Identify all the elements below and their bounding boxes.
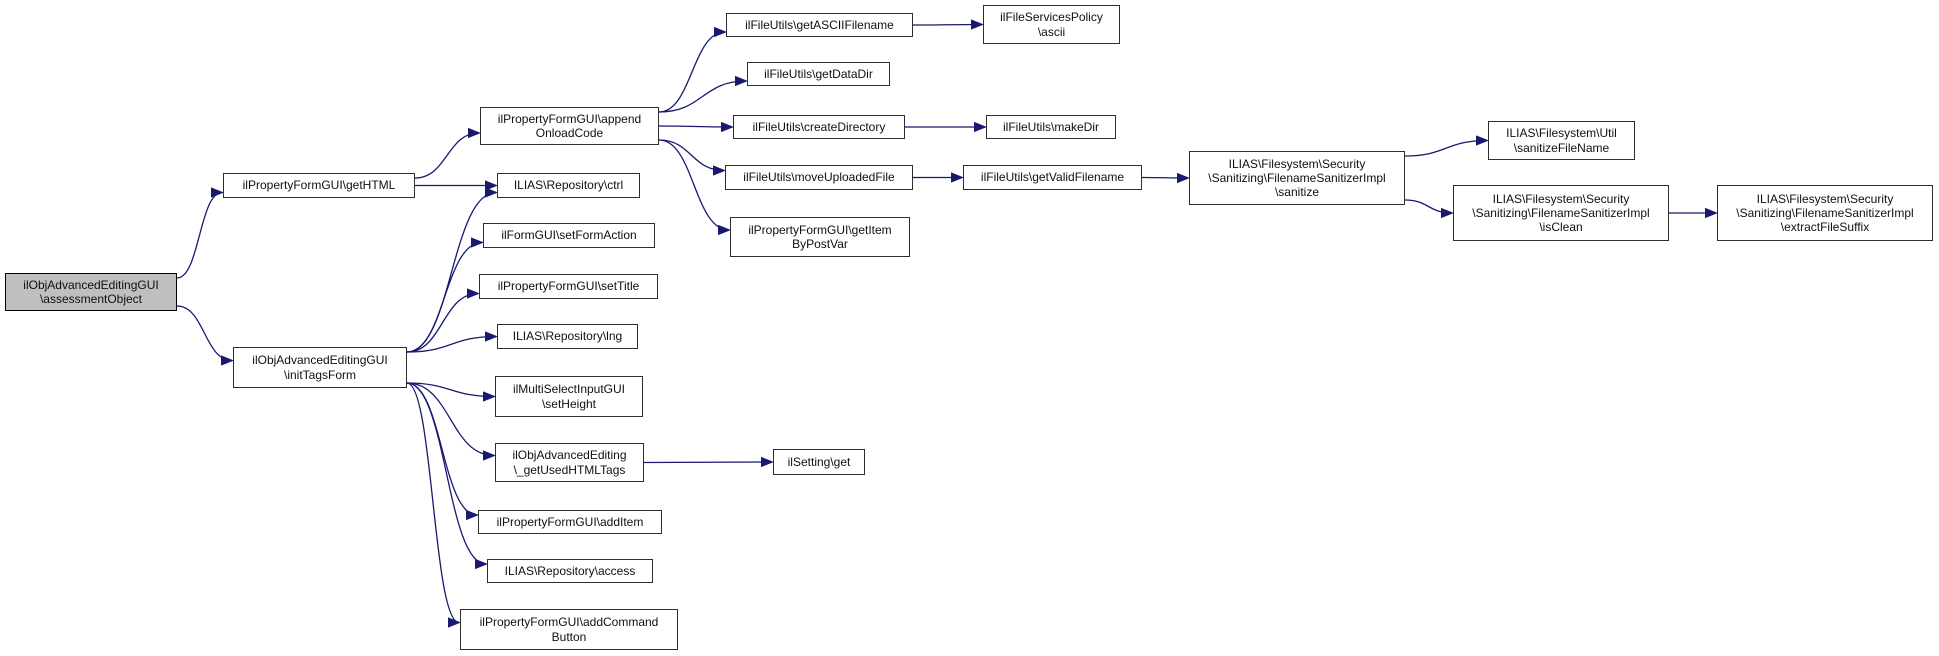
node-label: ILIAS\Repository\lng	[512, 329, 623, 344]
graph-node-extract-file-suffix[interactable]: ILIAS\Filesystem\Security \Sanitizing\Fi…	[1717, 185, 1933, 241]
graph-node-set-title[interactable]: ilPropertyFormGUI\setTitle	[479, 274, 658, 299]
graph-node-add-item[interactable]: ilPropertyFormGUI\addItem	[478, 510, 662, 534]
node-label: ILIAS\Repository\access	[504, 563, 636, 578]
graph-edge-init_tags_form-to-add_item	[406, 382, 479, 521]
graph-edge-init_tags_form-to-set_height	[406, 382, 496, 402]
node-label: ilFileUtils\getValidFilename	[980, 170, 1125, 185]
graph-edge-assessment_object-to-get_html	[176, 187, 224, 279]
graph-edge-append_onload_code-to-get_item_by_post_var	[658, 139, 731, 236]
node-label: ILIAS\Filesystem\Security \Sanitizing\Fi…	[1208, 156, 1386, 200]
graph-edge-get_used_html_tags-to-ilsetting_get	[643, 456, 774, 468]
graph-edge-init_tags_form-to-set_form_action	[406, 237, 484, 353]
node-label: ilPropertyFormGUI\getHTML	[242, 178, 396, 193]
graph-node-get-html[interactable]: ilPropertyFormGUI\getHTML	[223, 173, 415, 198]
graph-node-ilsetting-get[interactable]: ilSetting\get	[773, 449, 865, 475]
node-label: ilPropertyFormGUI\addCommand Button	[479, 615, 659, 644]
node-label: ilFileUtils\moveUploadedFile	[743, 170, 895, 185]
graph-edge-init_tags_form-to-repository_access	[406, 382, 488, 570]
graph-edge-init_tags_form-to-add_command_button	[406, 382, 461, 628]
graph-node-assessment-object: ilObjAdvancedEditingGUI \assessmentObjec…	[5, 273, 177, 311]
graph-edge-get_valid_filename-to-sanitize	[1141, 172, 1190, 184]
graph-node-set-height[interactable]: ilMultiSelectInputGUI \setHeight	[495, 376, 643, 417]
graph-node-move-uploaded-file[interactable]: ilFileUtils\moveUploadedFile	[725, 165, 913, 190]
graph-node-repository-lng[interactable]: ILIAS\Repository\lng	[497, 324, 638, 349]
graph-edge-sanitize-to-is_clean	[1404, 199, 1454, 219]
graph-node-append-onload-code[interactable]: ilPropertyFormGUI\append OnloadCode	[480, 107, 659, 145]
node-label: ilPropertyFormGUI\getItem ByPostVar	[748, 222, 892, 251]
node-label: ilFileServicesPolicy \ascii	[1000, 10, 1103, 39]
node-label: ilFileUtils\createDirectory	[752, 119, 886, 134]
node-label: ilObjAdvancedEditingGUI \assessmentObjec…	[23, 277, 159, 306]
graph-edge-init_tags_form-to-get_used_html_tags	[406, 382, 496, 461]
graph-node-repository-access[interactable]: ILIAS\Repository\access	[487, 559, 653, 583]
node-label: ilFileUtils\getDataDir	[764, 66, 873, 81]
node-label: ilFileUtils\makeDir	[1002, 119, 1099, 134]
graph-node-create-directory[interactable]: ilFileUtils\createDirectory	[733, 115, 905, 139]
graph-node-get-used-html-tags[interactable]: ilObjAdvancedEditing \_getUsedHTMLTags	[495, 443, 644, 482]
graph-node-sanitize[interactable]: ILIAS\Filesystem\Security \Sanitizing\Fi…	[1189, 151, 1405, 205]
graph-edge-get_html-to-append_onload_code	[414, 127, 481, 179]
node-label: ilObjAdvancedEditing \_getUsedHTMLTags	[512, 448, 627, 477]
graph-edge-append_onload_code-to-move_uploaded_file	[658, 139, 726, 176]
graph-node-get-ascii-filename[interactable]: ilFileUtils\getASCIIFilename	[726, 13, 913, 37]
graph-edge-init_tags_form-to-set_title	[406, 288, 480, 353]
node-label: ilPropertyFormGUI\setTitle	[497, 279, 640, 294]
graph-node-get-item-by-post-var[interactable]: ilPropertyFormGUI\getItem ByPostVar	[730, 217, 910, 257]
graph-node-get-data-dir[interactable]: ilFileUtils\getDataDir	[747, 62, 890, 86]
node-label: ILIAS\Filesystem\Security \Sanitizing\Fi…	[1472, 191, 1650, 235]
graph-edge-init_tags_form-to-repository_ctrl	[406, 187, 498, 353]
graph-edge-append_onload_code-to-get_ascii_filename	[658, 26, 727, 113]
node-label: ilMultiSelectInputGUI \setHeight	[512, 382, 626, 411]
node-label: ilFileUtils\getASCIIFilename	[745, 17, 894, 32]
graph-node-make-dir[interactable]: ilFileUtils\makeDir	[986, 115, 1116, 139]
graph-edge-append_onload_code-to-create_directory	[658, 121, 734, 133]
graph-node-file-services-policy-ascii[interactable]: ilFileServicesPolicy \ascii	[983, 5, 1120, 44]
graph-node-set-form-action[interactable]: ilFormGUI\setFormAction	[483, 223, 655, 248]
node-label: ILIAS\Filesystem\Util \sanitizeFileName	[1506, 126, 1617, 155]
graph-node-is-clean[interactable]: ILIAS\Filesystem\Security \Sanitizing\Fi…	[1453, 185, 1669, 241]
node-label: ilSetting\get	[787, 454, 851, 469]
graph-edge-assessment_object-to-init_tags_form	[176, 305, 234, 366]
graph-node-repository-ctrl[interactable]: ILIAS\Repository\ctrl	[497, 173, 640, 198]
graph-edge-append_onload_code-to-get_data_dir	[658, 75, 748, 113]
node-label: ILIAS\Filesystem\Security \Sanitizing\Fi…	[1736, 191, 1914, 235]
graph-node-get-valid-filename[interactable]: ilFileUtils\getValidFilename	[963, 165, 1142, 190]
graph-edge-sanitize-to-sanitize_file_name	[1404, 135, 1489, 157]
node-label: ilObjAdvancedEditingGUI \initTagsForm	[252, 353, 388, 382]
graph-node-init-tags-form[interactable]: ilObjAdvancedEditingGUI \initTagsForm	[233, 347, 407, 388]
node-label: ILIAS\Repository\ctrl	[513, 178, 624, 193]
node-label: ilFormGUI\setFormAction	[501, 228, 637, 243]
graph-node-add-command-button[interactable]: ilPropertyFormGUI\addCommand Button	[460, 609, 678, 650]
graph-edge-get_ascii_filename-to-file_services_policy_ascii	[912, 19, 984, 30]
graph-edge-init_tags_form-to-repository_lng	[406, 331, 498, 353]
node-label: ilPropertyFormGUI\append OnloadCode	[497, 111, 642, 140]
graph-node-sanitize-file-name[interactable]: ILIAS\Filesystem\Util \sanitizeFileName	[1488, 121, 1635, 160]
node-label: ilPropertyFormGUI\addItem	[496, 514, 644, 529]
